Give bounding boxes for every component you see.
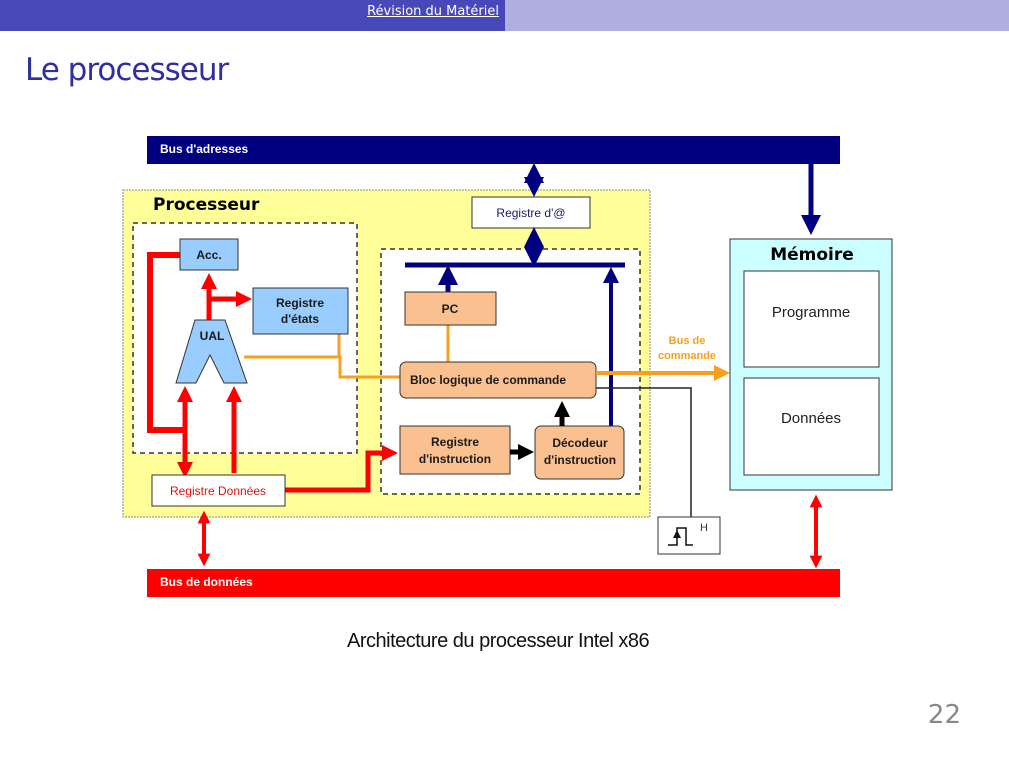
clock-label: H	[700, 522, 708, 534]
status-alu-to-control-line	[244, 355, 402, 379]
data-memory-box	[743, 377, 880, 476]
clock-block: H	[657, 516, 721, 555]
data-bus-label: Bus de données	[160, 575, 253, 589]
program-memory-box	[743, 270, 880, 368]
instruction-decoder-label-line1: Décodeur	[552, 436, 608, 450]
header-bar-secondary	[505, 0, 1009, 31]
data-register-box	[151, 474, 286, 507]
memory-label: Mémoire	[770, 245, 854, 265]
slide-title: Le processeur	[25, 52, 229, 88]
figure-caption: Architecture du processeur Intel x86	[347, 630, 650, 652]
data-register-label: Registre Données	[170, 484, 266, 498]
instruction-decoder-box	[534, 425, 625, 480]
instruction-register-label-line2: d'instruction	[419, 452, 491, 466]
address-bus-label: Bus d'adresses	[160, 142, 249, 156]
header-bar: Révision du Matériel	[0, 0, 505, 31]
data-bus-bar	[147, 569, 840, 597]
alu-label: UAL	[200, 329, 225, 343]
processor-label: Processeur	[153, 195, 260, 215]
status-register-label-line1: Registre	[276, 296, 324, 310]
control-logic-box	[399, 361, 597, 399]
address-bus: Bus d'adresses	[147, 136, 840, 164]
data-bus: Bus de données	[147, 569, 840, 597]
accumulator-label: Acc.	[196, 248, 221, 262]
status-register-label-line2: d'états	[281, 312, 320, 326]
data-memory-label: Données	[781, 410, 841, 427]
command-bus-label-line2: commande	[658, 350, 716, 362]
program-counter-label: PC	[442, 302, 459, 316]
alu-group-frame	[132, 222, 358, 454]
program-memory-label: Programme	[772, 304, 850, 321]
clock-signal-icon	[668, 527, 693, 546]
command-bus-label-line1: Bus de	[669, 335, 706, 347]
status-register-box	[252, 287, 349, 335]
address-bus-bar	[147, 136, 840, 164]
data-register-to-ir-arrow	[285, 444, 398, 493]
clock-edge-arrow-icon	[673, 530, 681, 538]
clock-box	[657, 516, 721, 555]
memory-block: Mémoire Programme Données	[729, 238, 893, 491]
instruction-register-label-line1: Registre	[431, 435, 479, 449]
page-number: 22	[927, 700, 961, 730]
section-link[interactable]: Révision du Matériel	[367, 4, 499, 19]
clock-line	[596, 387, 692, 517]
acc-to-data-register-line	[147, 252, 185, 433]
program-counter-box	[404, 291, 497, 326]
accumulator-box	[179, 238, 239, 271]
instruction-decoder-label-line2: d'instruction	[544, 453, 616, 467]
processor-block: Processeur Acc. Registre d'états UAL Reg…	[122, 189, 651, 518]
address-register-box	[471, 196, 591, 229]
address-register-label: Registre d'@	[496, 206, 565, 220]
control-logic-label: Bloc logique de commande	[410, 373, 566, 387]
instruction-register-box	[399, 425, 511, 475]
alu-shape	[175, 319, 248, 384]
